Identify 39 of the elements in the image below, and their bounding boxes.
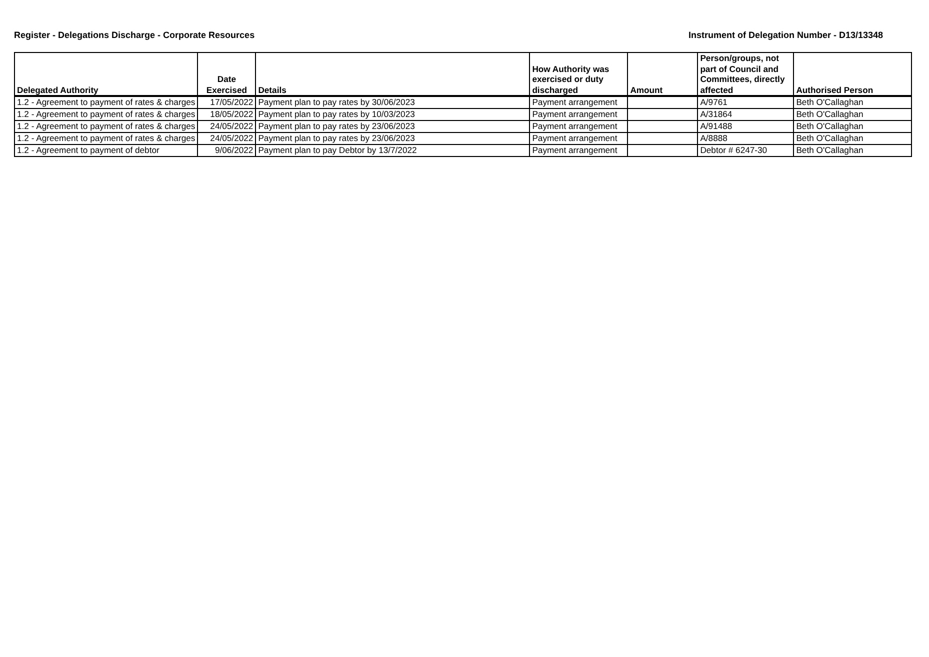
table-cell: Payment plan to pay rates by 23/06/2023 — [256, 132, 530, 144]
table-cell: 1.2 - Agreement to payment of rates & charges — [14, 96, 198, 108]
table-cell: 1.2 - Agreement to payment of rates & charges — [14, 120, 198, 132]
table-cell: A/31864 — [698, 108, 794, 120]
table-cell: 9/06/2022 — [198, 144, 256, 156]
column-header: Delegated Authority — [14, 52, 198, 96]
table-cell: A/9761 — [698, 96, 794, 108]
table-cell: 1.2 - Agreement to payment of rates & charges — [14, 108, 198, 120]
column-header: Person/groups, not part of Council and Committees, directly affected — [698, 52, 794, 96]
column-header: How Authority was exercised or duty discharged — [530, 52, 628, 96]
table-cell: Payment arrangement — [530, 144, 628, 156]
table-cell: Beth O'Callaghan — [794, 96, 912, 108]
page-title: Register - Delegations Discharge - Corporate Resources — [14, 30, 255, 40]
table-cell: Beth O'Callaghan — [794, 108, 912, 120]
table-cell: Payment plan to pay rates by 30/06/2023 — [256, 96, 530, 108]
table-cell: 1.2 - Agreement to payment of debtor — [14, 144, 198, 156]
table-cell: 17/05/2022 — [198, 96, 256, 108]
table-cell: Beth O'Callaghan — [794, 144, 912, 156]
table-cell: Payment plan to pay Debtor by 13/7/2022 — [256, 144, 530, 156]
table-cell: A/8888 — [698, 132, 794, 144]
table-cell: Payment plan to pay rates by 23/06/2023 — [256, 120, 530, 132]
table-cell: Beth O'Callaghan — [794, 120, 912, 132]
column-header: Authorised Person — [794, 52, 912, 96]
table-cell: A/91488 — [698, 120, 794, 132]
column-header: Details — [256, 52, 530, 96]
column-header: Date Exercised — [198, 52, 256, 96]
table-cell: Payment arrangement — [530, 96, 628, 108]
table-cell: Beth O'Callaghan — [794, 132, 912, 144]
column-header: Amount — [628, 52, 698, 96]
table-cell: 24/05/2022 — [198, 120, 256, 132]
table-cell: 24/05/2022 — [198, 132, 256, 144]
table-cell: 1.2 - Agreement to payment of rates & charges — [14, 132, 198, 144]
document-number: Instrument of Delegation Number - D13/13348 — [688, 30, 883, 40]
table-cell: Payment arrangement — [530, 132, 628, 144]
table-cell: Payment arrangement — [530, 108, 628, 120]
table-cell: Payment plan to pay rates by 10/03/2023 — [256, 108, 530, 120]
table-cell: 18/05/2022 — [198, 108, 256, 120]
table-cell: Debtor # 6247-30 — [698, 144, 794, 156]
table-cell: Payment arrangement — [530, 120, 628, 132]
